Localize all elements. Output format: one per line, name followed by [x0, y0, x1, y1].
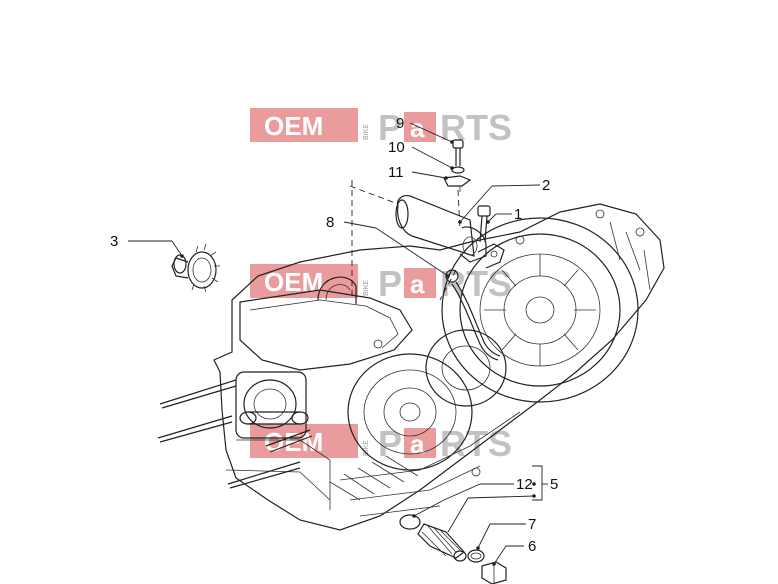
callout-12: 12 [516, 476, 533, 493]
watermark-bike: BIKE [363, 124, 370, 140]
part-11-clamp [443, 175, 472, 192]
callout-5: 5 [550, 476, 558, 493]
watermark-oem: OEM [264, 267, 323, 297]
part-8-cable [445, 269, 501, 361]
watermark-rts: RTS [440, 263, 512, 304]
callout-labels: 9 10 11 2 1 3 8 12 5 7 6 [110, 115, 558, 555]
watermark-bike: BIKE [363, 440, 370, 456]
studs-drawing [157, 379, 313, 489]
watermark-a: a [410, 269, 425, 299]
callout-3: 3 [110, 233, 118, 250]
crankcase-drawing [213, 203, 665, 531]
part-1-screw [477, 205, 491, 243]
callout-2: 2 [542, 177, 550, 194]
callout-8: 8 [326, 214, 334, 231]
watermark-top: OEM BIKE P a RTS [250, 107, 512, 148]
callout-7: 7 [528, 516, 536, 533]
part-9-bolt [452, 139, 464, 166]
watermark-p: P [378, 263, 402, 304]
callout-11: 11 [388, 164, 404, 181]
part-7-o-ring [467, 549, 485, 563]
callout-6: 6 [528, 538, 536, 555]
watermark-a: a [410, 113, 425, 143]
callout-leaders [128, 122, 548, 566]
callout-10: 10 [388, 139, 405, 156]
part-12-filter-screen [399, 514, 467, 562]
watermark-oem: OEM [264, 111, 323, 141]
part-3-starter-gear [171, 243, 220, 293]
watermark-bike: BIKE [363, 280, 370, 296]
part-10-washer [451, 166, 465, 174]
callout-1: 1 [514, 206, 522, 223]
watermark-oem: OEM [264, 427, 323, 457]
watermark-p: P [378, 107, 402, 148]
watermark-a: a [410, 429, 425, 459]
watermark-bottom: OEM BIKE P a RTS [250, 423, 512, 464]
callout-9: 9 [396, 115, 404, 132]
watermark-p: P [378, 423, 402, 464]
